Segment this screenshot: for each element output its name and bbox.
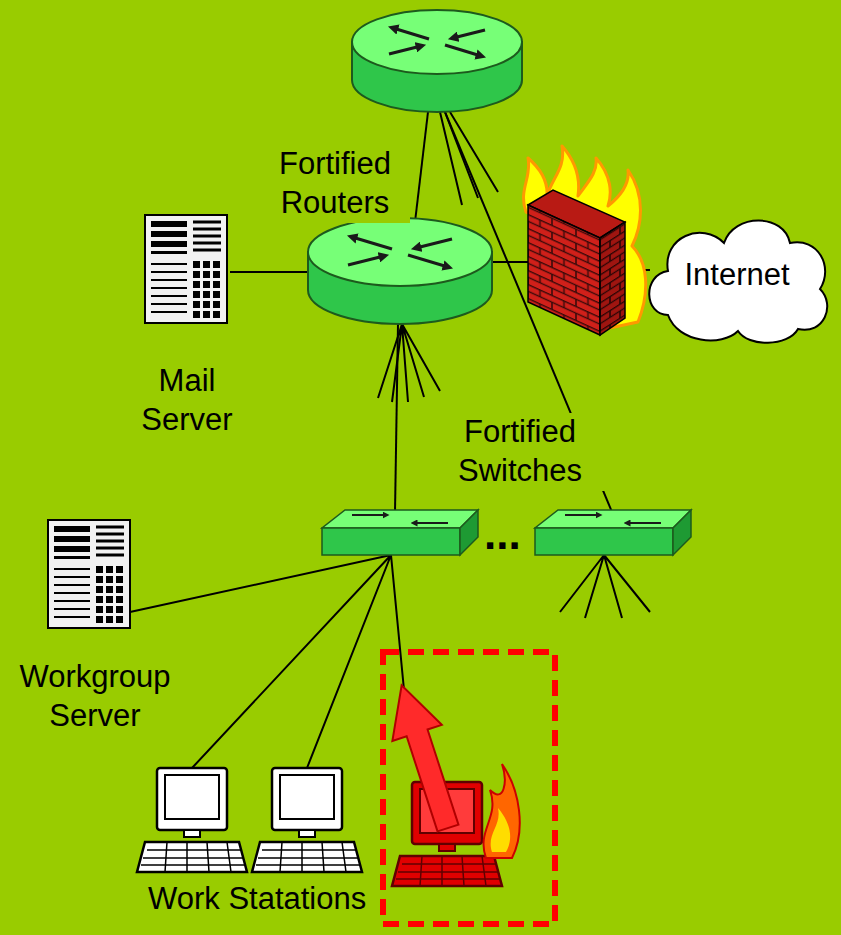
server-icon [145,215,227,323]
network-wires [130,112,650,768]
router-top [308,218,492,286]
switch-label: Fortified Switches [435,413,605,491]
workstation-icon [137,768,247,872]
switch-side [460,510,478,555]
cloud-shape [649,221,827,343]
switch [322,510,478,555]
wire [130,555,404,768]
switch-top [535,510,691,528]
server-label: Workgroup Server [8,658,183,736]
wire [415,112,428,222]
firewall [523,146,645,335]
router-top [352,10,522,74]
server-label: Mail Server [117,362,257,440]
router [308,218,492,324]
wire [378,324,440,402]
ellipsis-mark: ... [484,506,521,561]
attack-arrow [377,677,473,836]
router-label: Fortified Routers [260,145,410,223]
cloud-node: Internet [638,203,836,348]
workstation-label: Work Statations [148,880,366,919]
server-node: Workgroup Server [8,658,183,736]
wire [230,271,312,273]
firewall-side [600,222,625,335]
wire [490,261,532,263]
cloud-label: Internet [684,256,789,295]
switch-arrows [352,515,448,523]
switch-top [322,510,478,528]
switch-arrows [565,515,661,523]
quarantine-box [383,652,555,924]
switch-side [673,510,691,555]
switch [535,510,691,555]
workstation-icon [252,768,362,872]
wire [440,112,498,205]
wire [560,555,650,618]
router-arrows [348,237,452,267]
router [352,10,522,112]
switch-front [322,528,460,555]
router-arrows [389,28,485,56]
infection-flames [491,808,511,852]
switch-front [535,528,673,555]
infection-flames [484,764,520,858]
firewall-front [528,205,600,335]
server-icon [48,520,130,628]
server-node: Mail Server [117,362,257,440]
